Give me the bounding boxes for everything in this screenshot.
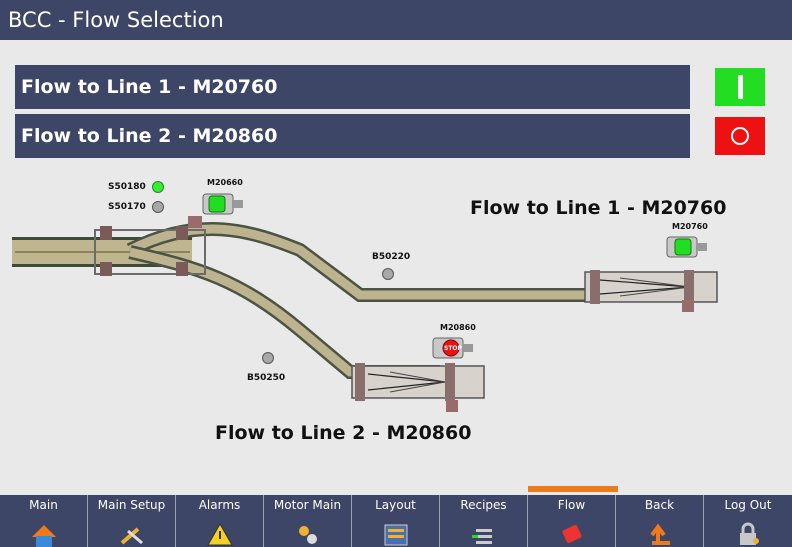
lock-icon [740,522,759,545]
nav-back[interactable]: Back [616,495,704,547]
line2-title: Flow to Line 2 - M20860 [215,422,472,444]
conveyor-diagram [12,193,718,412]
motor-m20860[interactable] [432,337,473,359]
nav-back-label: Back [644,498,675,512]
home-icon [31,525,56,547]
flow-line1-button[interactable]: Flow to Line 1 - M20760 [15,65,690,109]
nav-motor-main-label: Motor Main [273,498,342,512]
flow-line1-status-on-indicator[interactable] [715,68,765,106]
window-title: BCC - Flow Selection [0,0,792,40]
sensor-s50170-indicator[interactable] [152,201,164,213]
nav-recipes-label: Recipes [460,498,507,512]
motor-m20660-tag: M20660 [207,178,243,187]
flow-icon [561,524,582,544]
nav-main-setup-label: Main Setup [97,498,166,512]
nav-recipes[interactable]: Recipes [440,495,528,547]
sensor-s50170-tag: S50170 [108,202,146,212]
flow-line2-status-off-indicator[interactable] [715,117,765,155]
nav-log-out-label: Log Out [724,498,772,512]
off-icon [731,127,749,145]
motor-m20860-tag: M20860 [440,323,476,332]
motor-m20660[interactable] [202,193,243,215]
nav-flow-label: Flow [557,498,586,512]
gears-icon [298,526,317,544]
warning-icon [206,522,233,546]
flow-line2-button[interactable]: Flow to Line 2 - M20860 [15,114,690,158]
nav-flow[interactable]: Flow [528,495,616,547]
recipes-icon [471,529,492,544]
sensor-b50250-indicator[interactable] [262,352,274,364]
sensor-b50220-tag: B50220 [372,252,411,262]
sensor-b50220-indicator[interactable] [382,268,394,280]
line1-title: Flow to Line 1 - M20760 [470,197,727,219]
sensor-b50250-tag: B50250 [247,373,286,383]
layout-icon [384,524,407,546]
nav-alarms-label: Alarms [198,498,241,512]
nav-main[interactable]: Main [0,495,88,547]
back-arrow-icon [649,523,670,545]
sensor-s50180-indicator[interactable] [152,181,164,193]
line1-station [584,270,718,312]
nav-alarms[interactable]: Alarms [176,495,264,547]
diverter-frame [94,216,206,276]
tools-icon [120,527,143,545]
on-icon [738,75,743,99]
nav-layout-label: Layout [375,498,416,512]
motor-m20860-stop-label: STOP [444,345,462,352]
nav-layout[interactable]: Layout [352,495,440,547]
nav-main-label: Main [29,498,58,512]
motor-m20760-tag: M20760 [672,222,708,231]
stop-icon [442,339,460,357]
nav-log-out[interactable]: Log Out [704,495,792,547]
nav-active-indicator [528,486,618,492]
line2-station [351,363,485,412]
motor-m20760[interactable] [666,236,707,258]
nav-main-setup[interactable]: Main Setup [88,495,176,547]
line1-conveyor [126,222,600,302]
nav-motor-main[interactable]: Motor Main [264,495,352,547]
sensor-s50180-tag: S50180 [108,182,146,192]
